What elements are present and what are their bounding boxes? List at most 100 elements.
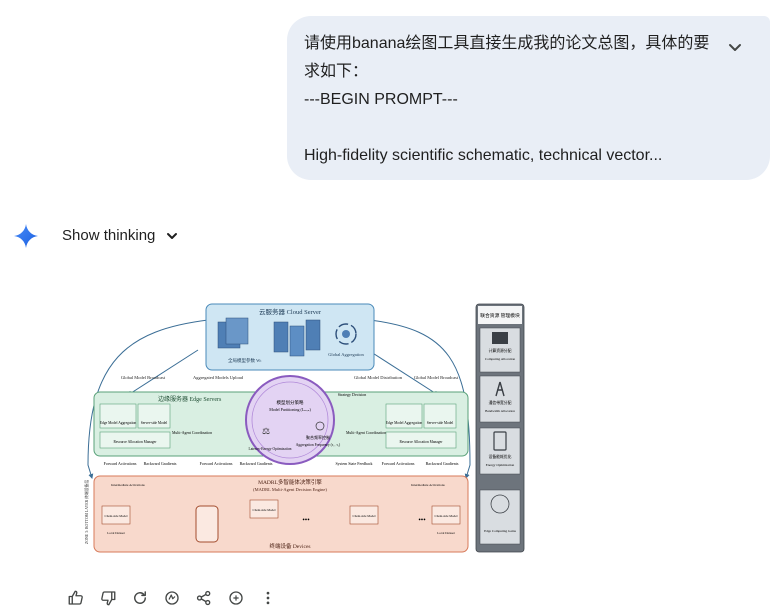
more-options-icon [266, 591, 270, 605]
user-message-line [304, 114, 724, 142]
svg-text:Model Partitioning (Lₘ,ₙ): Model Partitioning (Lₘ,ₙ) [269, 407, 311, 413]
regenerate-button[interactable] [124, 586, 156, 610]
client-model-card [249, 499, 279, 519]
strategy-decision-label: Strategy Decision [338, 392, 367, 397]
svg-text:Intermediate Activations: Intermediate Activations [411, 483, 445, 487]
svg-text:Intermediate Activations: Intermediate Activations [111, 483, 145, 487]
clock-icon [315, 421, 325, 431]
decision-engine-circle: 模型划分策略 Model Partitioning (Lₘ,ₙ) 聚合频率控制 … [245, 375, 341, 465]
regenerate-icon [134, 591, 146, 604]
balance-icon: ⚖ [262, 426, 270, 436]
server-rack-icon [225, 317, 249, 345]
modify-response-icon [165, 591, 179, 605]
flow-label: Aggregated Models Upload [193, 375, 244, 380]
edge-node-left: Edge Model Aggregation Server-side Model… [99, 403, 171, 449]
flow-label: Backward Gradients [144, 461, 177, 466]
user-message-line: 求如下： [304, 63, 369, 80]
client-model-card [431, 505, 461, 525]
expand-message-button[interactable] [726, 38, 744, 56]
user-message-bubble: 请使用banana绘图工具直接生成我的论文总图，具体的要 求如下： ---BEG… [287, 16, 770, 180]
svg-text:通信带宽分配: 通信带宽分配 [489, 400, 512, 405]
thumbs-down-icon [101, 591, 116, 606]
user-message-text: 请使用banana绘图工具直接生成我的论文总图，具体的要 求如下： ---BEG… [304, 30, 724, 170]
edge-title: 边缘服务器 Edge Servers [158, 395, 222, 403]
svg-text:MADRL多智能体决策引擎: MADRL多智能体决策引擎 [258, 478, 322, 486]
flow-label: Forward Activations [382, 461, 415, 466]
flow-label: Global Model Distribution [354, 375, 403, 380]
phone-icon [195, 505, 219, 543]
cloud-server-box: 云服务器 Cloud Server 全局模型参数 Wₜ Global Aggre… [205, 303, 375, 371]
svg-text:Client-side Model: Client-side Model [352, 514, 375, 518]
svg-text:Client-side Model: Client-side Model [252, 508, 275, 512]
svg-text:Client-side Model: Client-side Model [434, 514, 457, 518]
multi-agent-label: Multi-Agent Coordination [172, 431, 212, 435]
show-thinking-label: Show thinking [62, 227, 156, 244]
response-action-bar [60, 586, 284, 610]
svg-text:Energy Optimization: Energy Optimization [486, 463, 515, 467]
flow-label: Forward Activations [200, 461, 233, 466]
svg-text:Resource Allocation Manager: Resource Allocation Manager [400, 440, 444, 444]
flow-label: Global Model Broadcast [121, 375, 166, 380]
svg-text:Local Dataset: Local Dataset [437, 531, 455, 535]
user-message-line: High-fidelity scientific schematic, tech… [304, 147, 663, 164]
svg-text:Server-side Model: Server-side Model [141, 421, 168, 425]
server-rack-icon [305, 319, 321, 351]
share-button[interactable] [188, 586, 220, 610]
chevron-down-icon [167, 232, 178, 239]
share-icon [196, 590, 211, 606]
aggregation-cycle-icon [335, 323, 357, 345]
generated-figure[interactable]: 云服务器 Cloud Server 全局模型参数 Wₜ Global Aggre… [68, 300, 528, 556]
double-check-button[interactable] [220, 586, 252, 610]
thumbs-up-icon [68, 590, 83, 605]
modify-response-button[interactable] [156, 586, 188, 610]
show-thinking-toggle[interactable]: Show thinking [62, 227, 179, 244]
multi-agent-label: Multi-Agent Coordination [346, 431, 386, 435]
server-rack-icon [289, 325, 305, 357]
gemini-spark-icon [14, 224, 38, 248]
svg-text:模型划分策略: 模型划分策略 [277, 399, 304, 406]
flow-label: System State Feedback [335, 461, 372, 466]
antenna-icon [495, 381, 505, 397]
devices-footer: 终端设备 Devices [269, 542, 310, 550]
svg-text:Aggregation Frequency (τ₁, τ₂): Aggregation Frequency (τ₁, τ₂) [296, 443, 341, 448]
client-model-card [349, 505, 379, 525]
client-model-card [101, 505, 131, 525]
svg-text:联合资源 管理模块: 联合资源 管理模块 [480, 312, 520, 319]
server-rack-icon [273, 321, 289, 353]
devices-box: MADRL多智能体决策引擎 (MADRL Multi-Agent Decisio… [84, 475, 469, 553]
thumbs-up-button[interactable] [60, 586, 92, 610]
cpu-icon [492, 332, 508, 344]
chevron-down-icon [729, 44, 741, 51]
svg-text:•••: ••• [302, 516, 310, 524]
svg-text:Edge Model Aggregation: Edge Model Aggregation [100, 421, 137, 425]
svg-text:计算资源分配: 计算资源分配 [489, 348, 512, 353]
network-icon [490, 494, 510, 514]
svg-text:聚合频率控制: 聚合频率控制 [306, 434, 330, 440]
svg-text:(MADRL Multi-Agent Decision En: (MADRL Multi-Agent Decision Engine) [253, 487, 327, 492]
edge-node-right: Edge Model Aggregation Server-side Model… [385, 403, 457, 449]
global-aggregation-label: Global Aggregation [328, 352, 364, 357]
resource-management-panel: 联合资源 管理模块 计算资源分配 Computing Allocation 通信… [475, 303, 525, 553]
side-layer-label: ZONE 3: BOTTOM LAYER 终端设备层 [84, 480, 89, 544]
double-check-icon [229, 591, 243, 605]
battery-icon [493, 431, 507, 451]
svg-text:Server-side Model: Server-side Model [427, 421, 454, 425]
svg-text:Edge Model Aggregation: Edge Model Aggregation [386, 421, 423, 425]
cloud-title: 云服务器 Cloud Server [259, 307, 322, 316]
edge-servers-box: 边缘服务器 Edge Servers Edge Model Aggregatio… [93, 391, 469, 457]
user-message-line: 请使用banana绘图工具直接生成我的论文总图，具体的要 [304, 35, 710, 52]
thumbs-down-button[interactable] [92, 586, 124, 610]
more-options-button[interactable] [252, 586, 284, 610]
svg-text:Computing Allocation: Computing Allocation [485, 357, 516, 361]
flow-label: Global Model Broadcast [414, 375, 459, 380]
flow-label: Forward Activations [104, 461, 137, 466]
svg-text:•••: ••• [418, 516, 426, 524]
svg-text:设备能耗优化: 设备能耗优化 [489, 454, 512, 459]
flow-label: Backward Gradients [426, 461, 459, 466]
svg-text:Bandwidth Allocation: Bandwidth Allocation [485, 409, 515, 413]
svg-text:Local Dataset: Local Dataset [107, 531, 125, 535]
svg-text:Edge Computing Gains: Edge Computing Gains [484, 529, 517, 533]
flow-label: Backward Gradients [240, 461, 273, 466]
svg-text:Latency-Energy Optimization: Latency-Energy Optimization [249, 447, 292, 451]
svg-text:Client-side Model: Client-side Model [104, 514, 127, 518]
